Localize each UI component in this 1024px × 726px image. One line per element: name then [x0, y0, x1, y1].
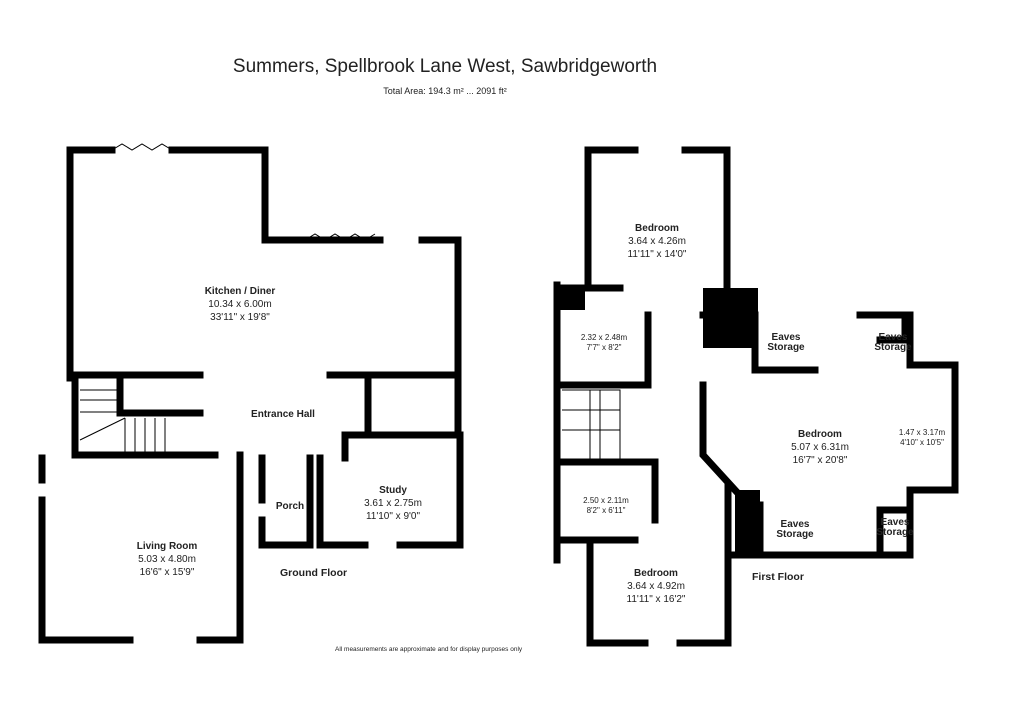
stairs-icon	[79, 389, 166, 452]
total-area: Total Area: 194.3 m² ... 2091 ft²	[383, 86, 507, 96]
room-entrance-hall: Entrance Hall	[251, 409, 315, 420]
wall-bedroom-top	[584, 146, 731, 289]
room-porch: Porch	[275, 501, 305, 512]
wall-eaves	[751, 311, 909, 559]
bifold-door-icon	[111, 143, 173, 151]
solid-block-top	[703, 288, 758, 348]
wall-bedroom-bottom	[586, 481, 732, 647]
wall-living	[38, 451, 244, 644]
ground-floor-label: Ground Floor	[280, 567, 348, 579]
disclaimer: All measurements are approximate and for…	[335, 646, 523, 653]
wall-porch	[258, 454, 314, 549]
first-floor-label: First Floor	[752, 571, 804, 583]
wall-kitchen-hall	[66, 371, 462, 439]
wall-bath2	[556, 458, 659, 544]
chimney-block	[557, 285, 585, 310]
stairs-icon	[562, 389, 621, 460]
solid-block-bottom	[735, 490, 760, 558]
bifold-door-icon	[304, 233, 376, 241]
wall-study	[316, 431, 464, 549]
wall-kitchen	[66, 146, 462, 382]
plan-title: Summers, Spellbrook Lane West, Sawbridge…	[232, 56, 658, 77]
